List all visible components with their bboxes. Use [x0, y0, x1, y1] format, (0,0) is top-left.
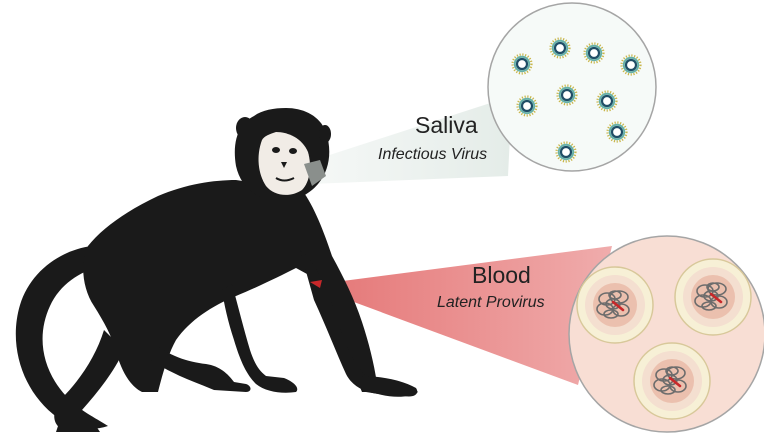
- saliva-beam: [308, 96, 512, 184]
- blood-magnified-view: [569, 236, 764, 432]
- infected-cell: [675, 259, 751, 335]
- saliva-title: Saliva: [415, 112, 478, 138]
- blood-subtitle: Latent Provirus: [437, 294, 545, 311]
- infected-cell: [634, 343, 710, 419]
- blood-title: Blood: [472, 262, 531, 288]
- infected-cell: [577, 267, 653, 343]
- saliva-magnified-view: [488, 3, 656, 171]
- saliva-subtitle: Infectious Virus: [378, 146, 487, 163]
